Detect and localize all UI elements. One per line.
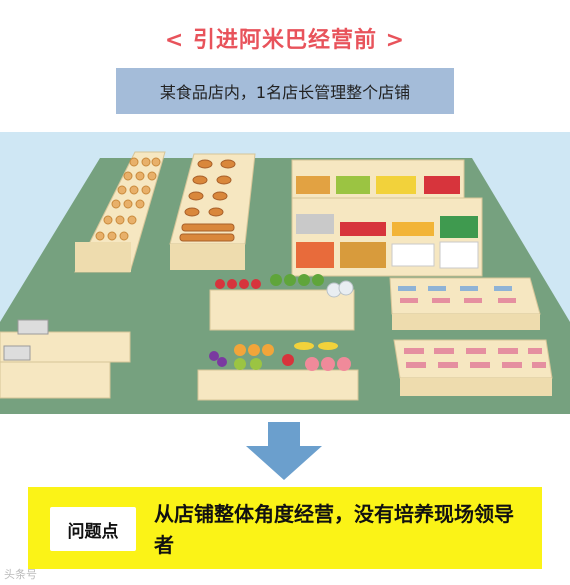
cashier-counters: [0, 319, 131, 399]
back-shelf: [291, 159, 483, 277]
watermark: 头条号: [4, 568, 37, 581]
vegetable-counter: [209, 274, 355, 331]
problem-box: 问题点 从店铺整体角度经营，没有培养现场领导者: [28, 487, 542, 569]
fruit-counter: [197, 342, 359, 401]
meat-counter: [393, 339, 553, 396]
page-title: < 引进阿米巴经营前 >: [164, 28, 406, 53]
subtitle-box: 某食品店内，1名店长管理整个店铺: [116, 68, 454, 114]
store-illustration: [0, 132, 570, 414]
donut-counter: [74, 151, 166, 273]
problem-label: 问题点: [50, 507, 136, 551]
fish-counter: [389, 277, 541, 330]
problem-text: 从店铺整体角度经营，没有培养现场领导者: [154, 502, 514, 557]
subtitle-text: 某食品店内，1名店长管理整个店铺: [159, 83, 411, 102]
down-arrow-icon: [246, 422, 322, 480]
bread-counter: [169, 153, 256, 270]
